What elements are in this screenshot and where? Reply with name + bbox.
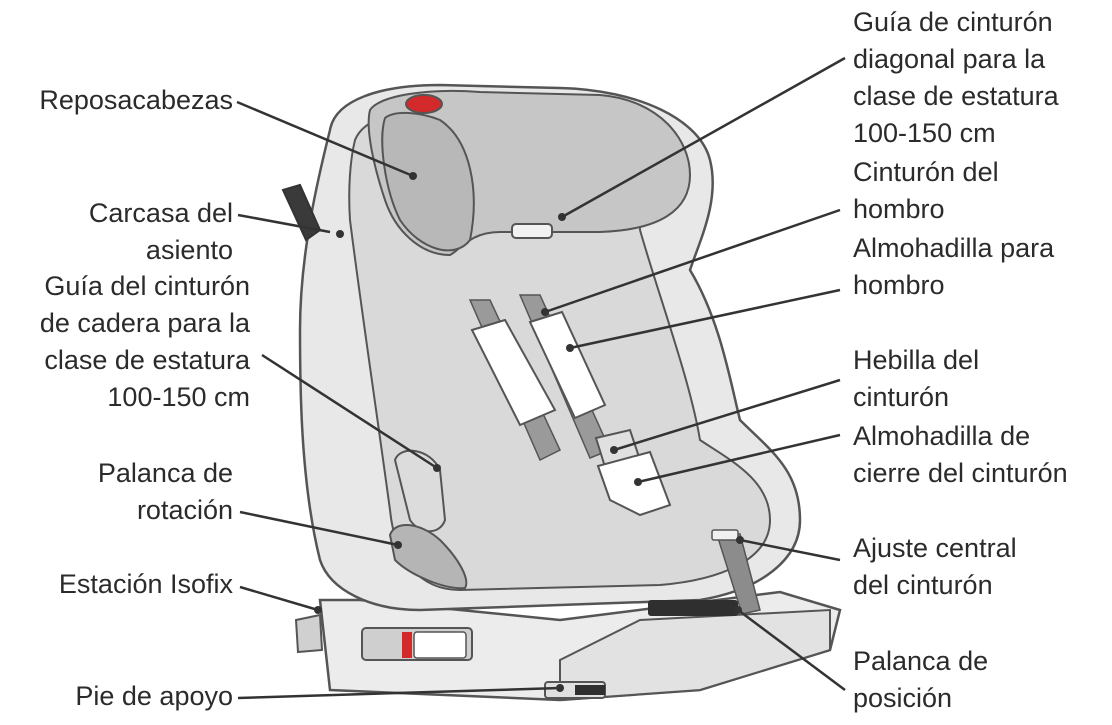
dot-carcasa: [336, 230, 344, 238]
shoulder-pad-left: [470, 318, 557, 427]
dot-palanca-posicion: [734, 606, 742, 614]
label-pie-apoyo: Pie de apoyo: [75, 678, 233, 715]
label-line: asiento: [145, 235, 233, 265]
headrest-side-pad: [381, 112, 475, 252]
leader-pie-apoyo: [237, 686, 561, 700]
label-line: Guía del cinturón: [44, 271, 250, 301]
label-line: Palanca de: [97, 458, 233, 488]
dot-guia-diagonal: [558, 213, 566, 221]
label-line: Almohadilla de: [853, 421, 1031, 451]
label-reposacabezas: Reposacabezas: [39, 82, 233, 119]
label-guia-diagonal: Guía de cinturón diagonal para la clase …: [853, 4, 1059, 152]
leader-lines: [236, 56, 846, 700]
isofix-release: [413, 631, 467, 659]
leader-guia-cadera: [261, 353, 438, 470]
label-line: hombro: [853, 270, 945, 300]
leader-estacion-isofix: [239, 585, 319, 612]
label-cinturon-hombro: Cinturón del hombro: [853, 154, 999, 228]
label-line: Almohadilla para: [853, 233, 1055, 263]
label-line: cierre del cinturón: [853, 458, 1068, 488]
dot-pie-apoyo: [556, 684, 564, 692]
leader-palanca-posicion: [737, 608, 846, 692]
dot-ajuste-central: [736, 536, 744, 544]
label-line: clase de estatura: [44, 345, 250, 375]
dot-guia-cadera: [433, 464, 441, 472]
label-line: Estación Isofix: [58, 569, 233, 599]
isofix-arm: [294, 613, 324, 654]
label-line: del cinturón: [853, 570, 993, 600]
label-line: 100-150 cm: [853, 118, 996, 148]
label-line: Guía de cinturón: [853, 7, 1053, 37]
dot-almohadilla-cierre: [634, 478, 642, 486]
dot-reposacabezas: [409, 172, 417, 180]
label-ajuste-central: Ajuste central del cinturón: [853, 530, 1017, 604]
position-lever: [648, 600, 738, 616]
label-line: rotación: [136, 495, 233, 525]
leader-ajuste-central: [739, 538, 841, 562]
label-line: Hebilla del: [853, 345, 980, 375]
buckle-pad: [596, 450, 672, 517]
label-line: de cadera para la: [39, 308, 250, 338]
dot-almohadilla-hombro: [566, 344, 574, 352]
label-line: 100-150 cm: [107, 382, 250, 412]
leader-dots: [314, 172, 744, 692]
dot-hebilla: [610, 446, 618, 454]
leader-reposacabezas: [236, 100, 414, 178]
label-guia-cadera: Guía del cinturón de cadera para la clas…: [40, 268, 250, 416]
dot-palanca-rotacion: [394, 541, 402, 549]
leader-guia-diagonal: [561, 56, 846, 219]
headrest-adjuster: [405, 94, 443, 114]
label-line: cinturón: [853, 382, 950, 412]
label-almohadilla-cierre: Almohadilla de cierre del cinturón: [853, 418, 1068, 492]
leader-carcasa: [237, 213, 331, 234]
label-line: Carcasa del: [88, 198, 233, 228]
shoulder-pad-right: [528, 310, 607, 420]
label-hebilla: Hebilla del cinturón: [853, 342, 979, 416]
leader-cinturon-hombro: [544, 208, 841, 314]
leader-palanca-rotacion: [239, 510, 399, 547]
label-carcasa-asiento: Carcasa del asiento: [89, 195, 233, 269]
label-line: Cinturón del: [853, 157, 999, 187]
label-line: Pie de apoyo: [75, 681, 233, 711]
diagonal-belt-guide: [511, 223, 553, 239]
label-palanca-posicion: Palanca de posición: [853, 643, 988, 717]
label-almohadilla-hombro: Almohadilla para hombro: [853, 230, 1054, 304]
support-leg-grip: [575, 685, 605, 695]
rotation-lever: [388, 523, 468, 590]
label-line: posición: [853, 683, 953, 713]
label-line: diagonal para la: [853, 44, 1046, 74]
leader-almohadilla-cierre: [637, 433, 841, 484]
label-line: Palanca de: [853, 646, 989, 676]
label-line: Reposacabezas: [39, 85, 233, 115]
dot-estacion-isofix: [314, 606, 322, 614]
label-palanca-rotacion: Palanca de rotación: [98, 455, 233, 529]
label-line: Ajuste central: [853, 533, 1017, 563]
label-line: hombro: [853, 194, 945, 224]
dot-cinturon-hombro: [541, 308, 549, 316]
leader-almohadilla-hombro: [569, 288, 841, 350]
label-estacion-isofix: Estación Isofix: [59, 566, 233, 603]
label-line: clase de estatura: [853, 81, 1059, 111]
leader-hebilla: [613, 378, 841, 452]
isofix-red-mark: [402, 632, 412, 658]
central-adjust-tab: [711, 529, 739, 541]
base-front-panel: [559, 608, 831, 702]
